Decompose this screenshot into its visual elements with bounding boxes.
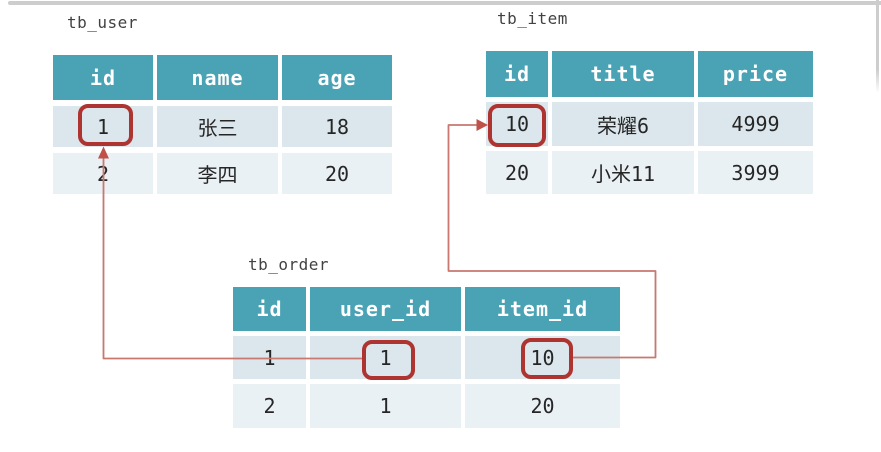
column-header: price: [698, 51, 813, 97]
column-header: age: [282, 55, 392, 100]
window-top-edge: [8, 1, 881, 5]
table-label-tb-item: tb_item: [497, 9, 568, 28]
table-cell: 荣耀6: [552, 102, 694, 146]
table-cell: 2: [53, 153, 153, 194]
table-cell: 3999: [698, 151, 813, 194]
highlight-box-user-id: [78, 104, 133, 146]
table-label-tb-user: tb_user: [67, 13, 138, 32]
column-header: id: [233, 287, 306, 331]
highlight-box-order-userid: [362, 340, 415, 380]
table-cell: 小米11: [552, 151, 694, 194]
table-cell: 1: [310, 384, 461, 428]
column-header: title: [552, 51, 694, 97]
column-header: name: [157, 55, 278, 100]
highlight-box-order-itemid: [521, 338, 573, 379]
table-cell: 2: [233, 384, 306, 428]
table-cell: 20: [465, 384, 620, 428]
column-header: id: [486, 51, 548, 97]
table-cell: 张三: [157, 106, 278, 147]
table-cell: 18: [282, 106, 392, 147]
table-cell: 20: [282, 153, 392, 194]
table-cell: 1: [53, 106, 153, 147]
column-header: item_id: [465, 287, 620, 331]
table-cell: 4999: [698, 102, 813, 146]
column-header: user_id: [310, 287, 461, 331]
table-cell: 20: [486, 151, 548, 194]
highlight-box-item-id: [488, 104, 546, 147]
column-header: id: [53, 55, 153, 100]
table-cell: 李四: [157, 153, 278, 194]
table-cell: 1: [233, 336, 306, 379]
window-right-edge: [876, 0, 879, 93]
table-label-tb-order: tb_order: [248, 255, 330, 274]
